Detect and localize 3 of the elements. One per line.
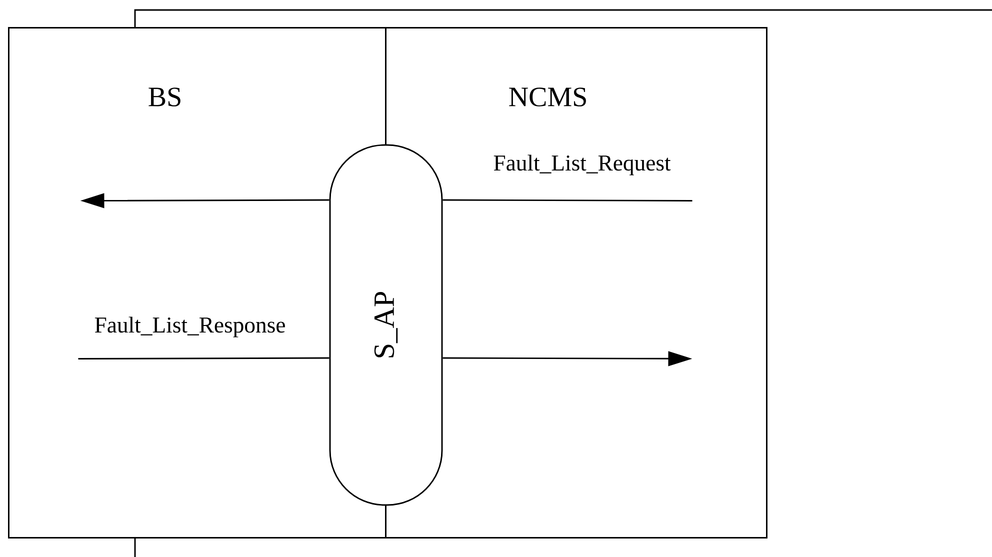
- capsule-node: S_AP: [329, 144, 443, 506]
- edge-label: Fault_List_Response: [94, 316, 285, 338]
- edge-label: Fault_List_Request: [494, 154, 671, 176]
